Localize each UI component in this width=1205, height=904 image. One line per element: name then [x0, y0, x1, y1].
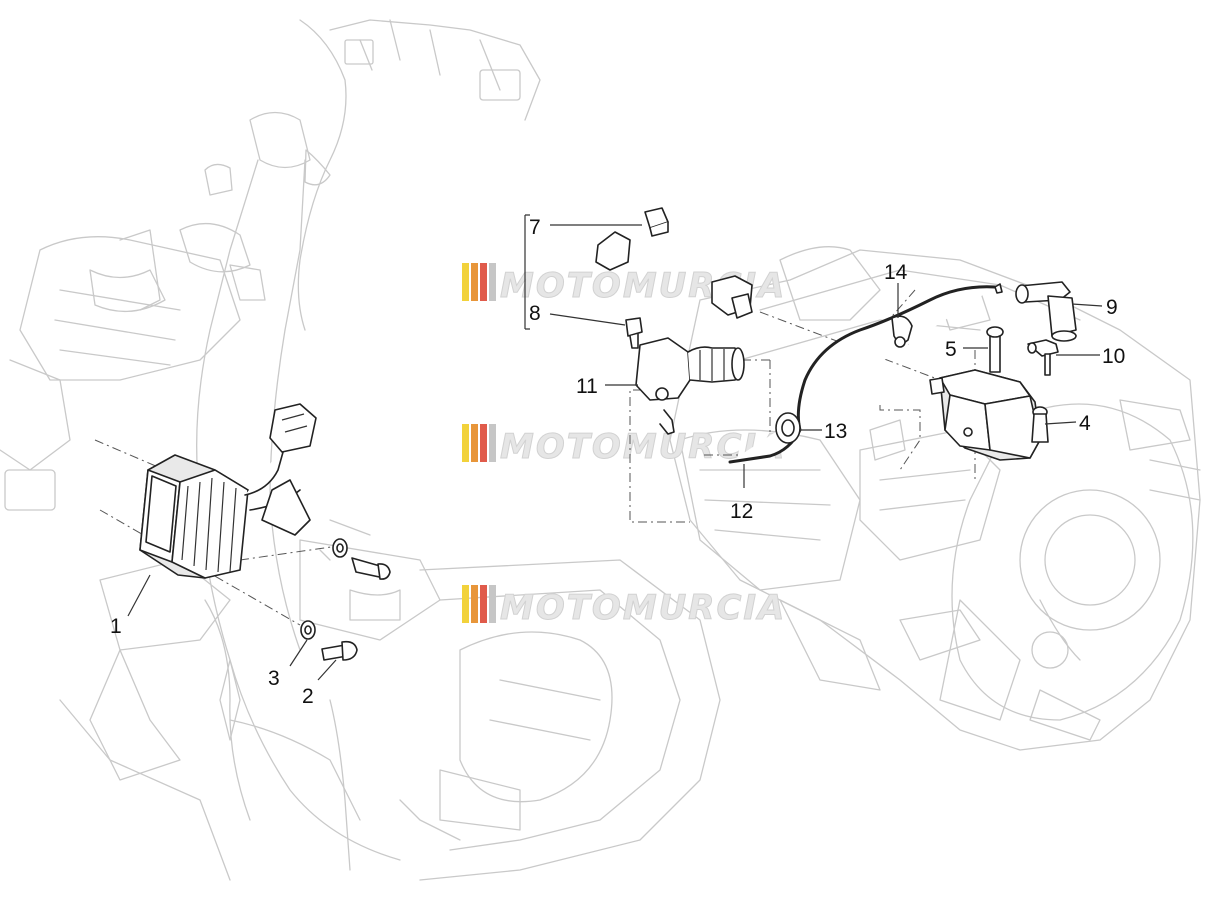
- part-7-connector[interactable]: [595, 207, 753, 319]
- watermark-stripe-2: [471, 585, 478, 623]
- callout-labels: 1 2 3 4 5 7 8 9 10 11 12 13 14: [110, 216, 1125, 708]
- part-4-ignition-coil[interactable]: [929, 369, 1049, 461]
- part-5-screw[interactable]: [986, 326, 1004, 373]
- part-9-spark-plug-cap[interactable]: [1015, 281, 1077, 342]
- watermark-stripe-1: [462, 424, 469, 462]
- part-2-screw[interactable]: [321, 557, 391, 661]
- watermark-stripe-4: [489, 585, 496, 623]
- callout-4: 4: [1079, 412, 1091, 435]
- callout-1: 1: [110, 615, 122, 638]
- callout-5: 5: [945, 338, 957, 361]
- watermark-stripe-2: [471, 424, 478, 462]
- callout-9: 9: [1106, 296, 1118, 319]
- callout-2: 2: [302, 685, 314, 708]
- watermark-stripe-4: [489, 263, 496, 301]
- part-14-clamp[interactable]: [891, 315, 913, 348]
- watermark-stripe-2: [471, 263, 478, 301]
- watermark-stripe-1: [462, 585, 469, 623]
- callout-12: 12: [730, 500, 753, 523]
- watermark-stripe-4: [489, 424, 496, 462]
- watermark-stripe-3: [480, 424, 487, 462]
- part-10-terminal[interactable]: [1027, 339, 1059, 376]
- part-3-washer[interactable]: [300, 538, 348, 640]
- watermark-bottom: MOTOMURCIA: [462, 585, 786, 629]
- callout-leaders: [127, 214, 1103, 681]
- callout-3: 3: [268, 667, 280, 690]
- callout-14: 14: [884, 261, 908, 284]
- part-1-voltage-regulator[interactable]: [139, 403, 317, 579]
- callout-11: 11: [576, 375, 598, 398]
- callout-7: 7: [529, 216, 541, 239]
- watermark-stripe-3: [480, 585, 487, 623]
- callout-8: 8: [529, 302, 541, 325]
- part-8-clip[interactable]: [625, 317, 643, 349]
- part-13-grommet[interactable]: [775, 412, 801, 444]
- watermark-stripe-3: [480, 263, 487, 301]
- callout-10: 10: [1102, 345, 1125, 368]
- part-11-pickup-sensor[interactable]: [635, 337, 745, 435]
- watermark-text: MOTOMURCIA: [500, 588, 786, 628]
- callout-13: 13: [824, 420, 847, 443]
- watermark-stripe-1: [462, 263, 469, 301]
